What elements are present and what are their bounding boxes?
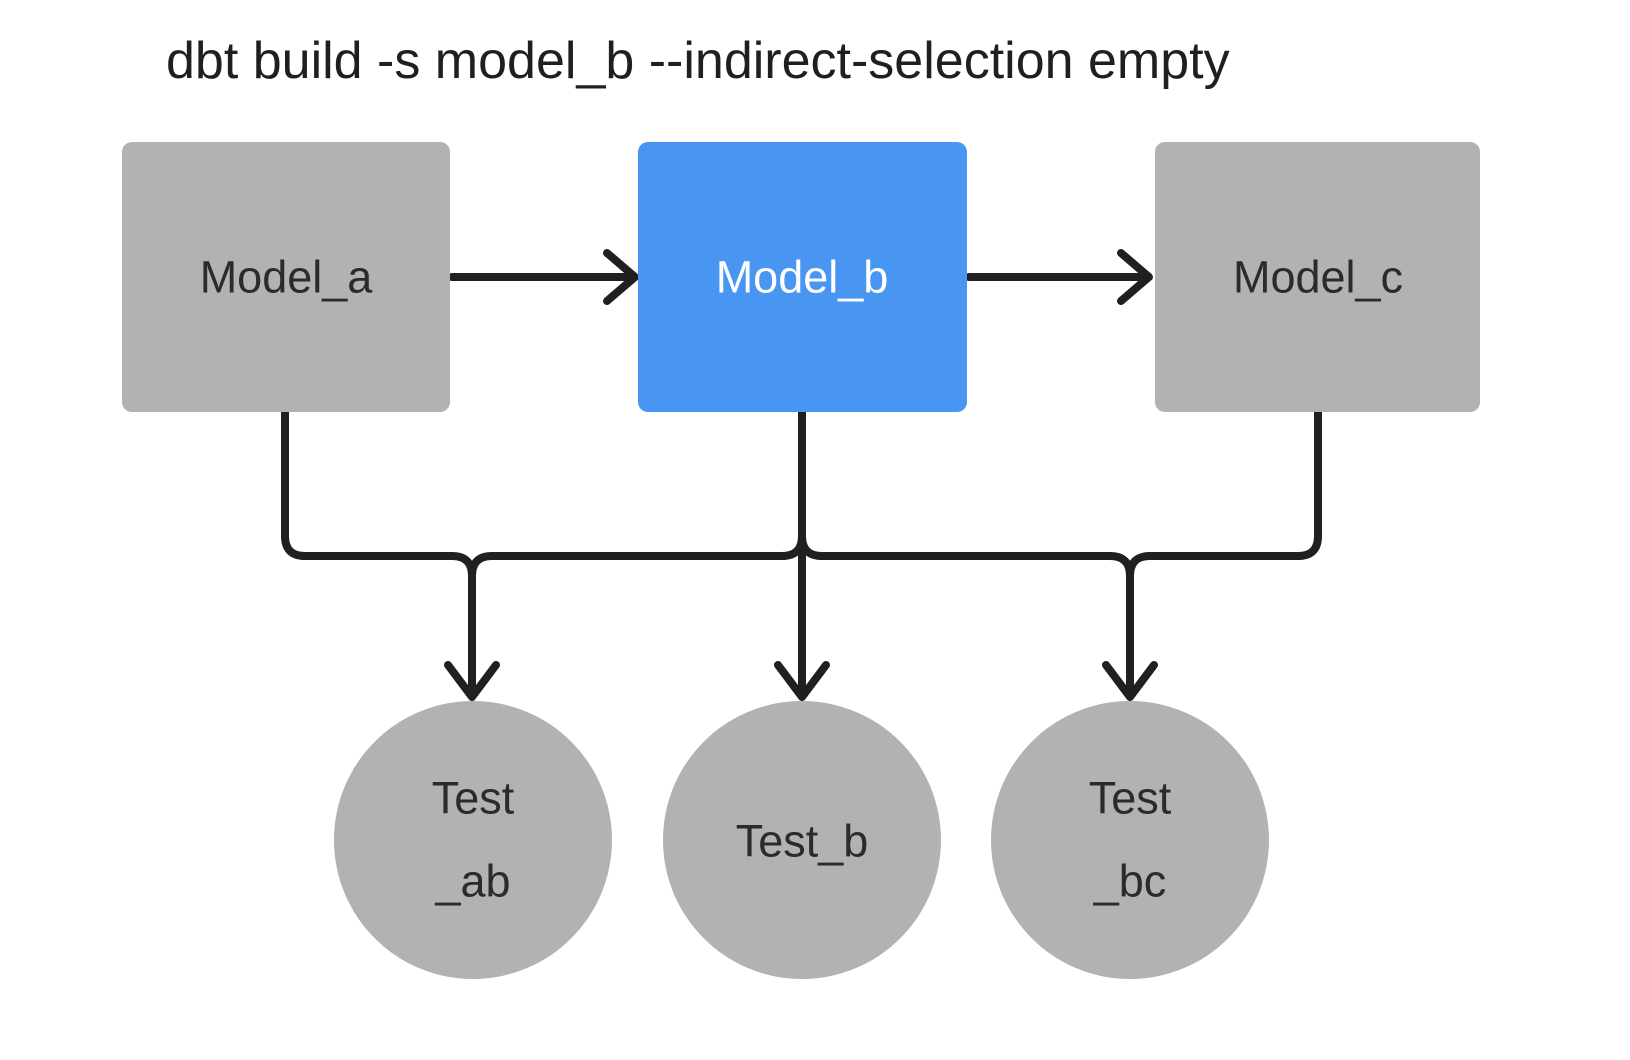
test-bc-label-line2: _bc <box>1093 856 1167 907</box>
model-a-node <box>122 142 450 412</box>
test-b-label: Test_b <box>736 816 869 867</box>
edge-layer <box>281 249 1322 701</box>
arrowhead-test-b-icon <box>774 661 830 701</box>
test-ab-label-line2: _ab <box>434 856 510 907</box>
model-c-label: Model_c <box>1233 252 1403 303</box>
arrowhead-model-c-icon <box>1117 249 1153 305</box>
model-b-node-selected <box>638 142 967 412</box>
model-a-label: Model_a <box>200 252 374 303</box>
test-ab-node <box>334 701 612 979</box>
model-c-node <box>1155 142 1480 412</box>
arrowhead-test-bc-icon <box>1102 661 1158 701</box>
arrowhead-test-ab-icon <box>444 661 500 701</box>
test-node-layer: Test _ab Test_b Test _bc <box>334 701 1269 979</box>
edge-model-b-to-test-bc <box>798 404 1134 698</box>
model-b-label: Model_b <box>716 252 889 303</box>
model-node-layer: Model_a Model_b Model_c <box>122 142 1480 412</box>
test-ab-label-line1: Test <box>432 773 515 824</box>
test-bc-label-line1: Test <box>1089 773 1172 824</box>
diagram-title: dbt build -s model_b --indirect-selectio… <box>166 32 1230 90</box>
edge-model-b-to-test-ab <box>468 404 806 698</box>
edge-model-c-to-test-bc <box>1126 406 1322 698</box>
test-b-node <box>663 701 941 979</box>
edge-model-a-to-test-ab <box>281 406 476 698</box>
test-bc-node <box>991 701 1269 979</box>
arrowhead-model-b-icon <box>603 249 639 305</box>
